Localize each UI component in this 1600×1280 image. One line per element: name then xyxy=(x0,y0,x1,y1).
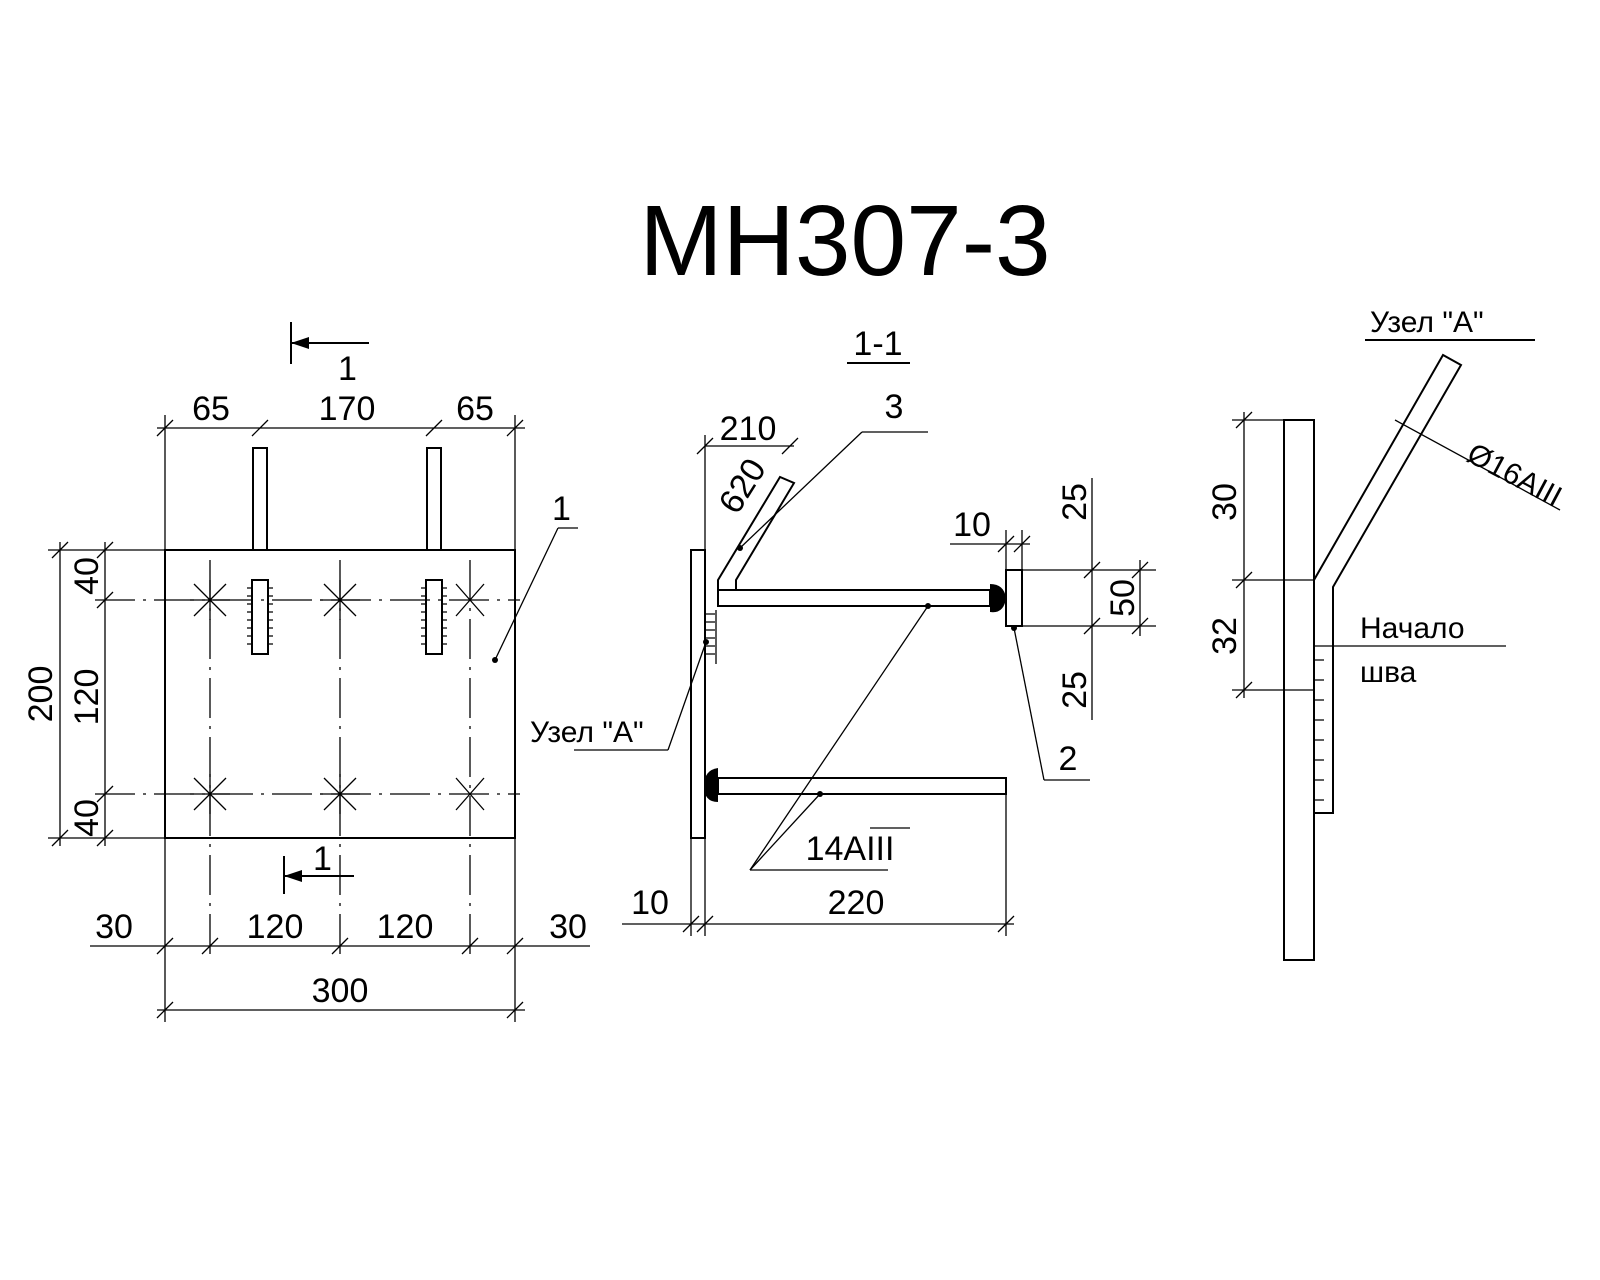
node-a-label: Узел "А" xyxy=(530,716,644,749)
dim-bottom-120-left: 120 xyxy=(247,908,304,946)
dim-top-65-left: 65 xyxy=(192,390,230,428)
rebar-label-14: 14AIII xyxy=(806,830,895,868)
plan-view: 1 1 1 65 170 65 200 40 120 40 30 120 12 xyxy=(22,322,590,1022)
center-lines xyxy=(95,560,520,960)
leader-label-3: 3 xyxy=(885,388,904,426)
drawing-title: МН307-3 xyxy=(639,185,1050,297)
dim-top-65-right: 65 xyxy=(456,390,494,428)
detail-title: Узел "А" xyxy=(1370,306,1484,339)
detail-rebar-label: Ø16AIII xyxy=(1462,437,1567,514)
detail-dim-30: 30 xyxy=(1206,483,1244,521)
section-mark-bottom: 1 xyxy=(313,840,332,878)
dim-left-120: 120 xyxy=(68,669,106,726)
upper-rebar xyxy=(717,589,991,607)
detail-a-view: Узел "А" Ø16AIII Начало шва 30 32 xyxy=(1206,306,1567,961)
anchor-plate-2 xyxy=(1005,569,1023,627)
section-mark-top: 1 xyxy=(338,350,357,388)
section-view: 1-1 3 210 620 25 xyxy=(530,325,1156,936)
dim-overall-300: 300 xyxy=(312,972,369,1010)
leader-label-2: 2 xyxy=(1059,740,1078,778)
lower-rebar xyxy=(717,777,1007,795)
dim-10-bottom: 10 xyxy=(631,884,669,922)
weld-start-line1: Начало xyxy=(1360,612,1465,645)
section-title: 1-1 xyxy=(853,325,902,363)
dim-bottom-120-right: 120 xyxy=(377,908,434,946)
dim-210: 210 xyxy=(720,410,777,448)
dim-left-40-bottom: 40 xyxy=(68,799,106,837)
weld-ticks-section xyxy=(705,610,717,664)
weld-block xyxy=(251,579,269,655)
weld-block xyxy=(425,579,443,655)
weld-upper xyxy=(990,584,1006,613)
dim-25-top: 25 xyxy=(1056,483,1094,521)
detail-weld-ticks xyxy=(1314,659,1324,801)
weld-ticks xyxy=(247,587,447,645)
dim-220: 220 xyxy=(828,884,885,922)
weld-star-symbols xyxy=(190,580,485,814)
dim-50: 50 xyxy=(1104,579,1142,617)
dim-10-top: 10 xyxy=(953,506,991,544)
dim-25-bottom: 25 xyxy=(1056,671,1094,709)
leader-label-plate: 1 xyxy=(552,490,571,528)
dim-left-200: 200 xyxy=(22,666,60,723)
dim-bottom-30-left: 30 xyxy=(95,908,133,946)
dim-left-40-top: 40 xyxy=(68,557,106,595)
detail-rebar xyxy=(1313,353,1463,814)
dim-top-170: 170 xyxy=(319,390,376,428)
weld-start-line2: шва xyxy=(1360,656,1417,689)
bent-anchor xyxy=(717,475,796,590)
dim-bottom-30-right: 30 xyxy=(549,908,587,946)
section-plate xyxy=(690,549,706,839)
anchor-stud xyxy=(252,447,268,551)
weld-lower xyxy=(704,768,718,802)
dim-620: 620 xyxy=(712,452,774,520)
embedded-plate xyxy=(164,549,516,839)
detail-dim-32: 32 xyxy=(1206,617,1244,655)
anchor-stud xyxy=(426,447,442,551)
